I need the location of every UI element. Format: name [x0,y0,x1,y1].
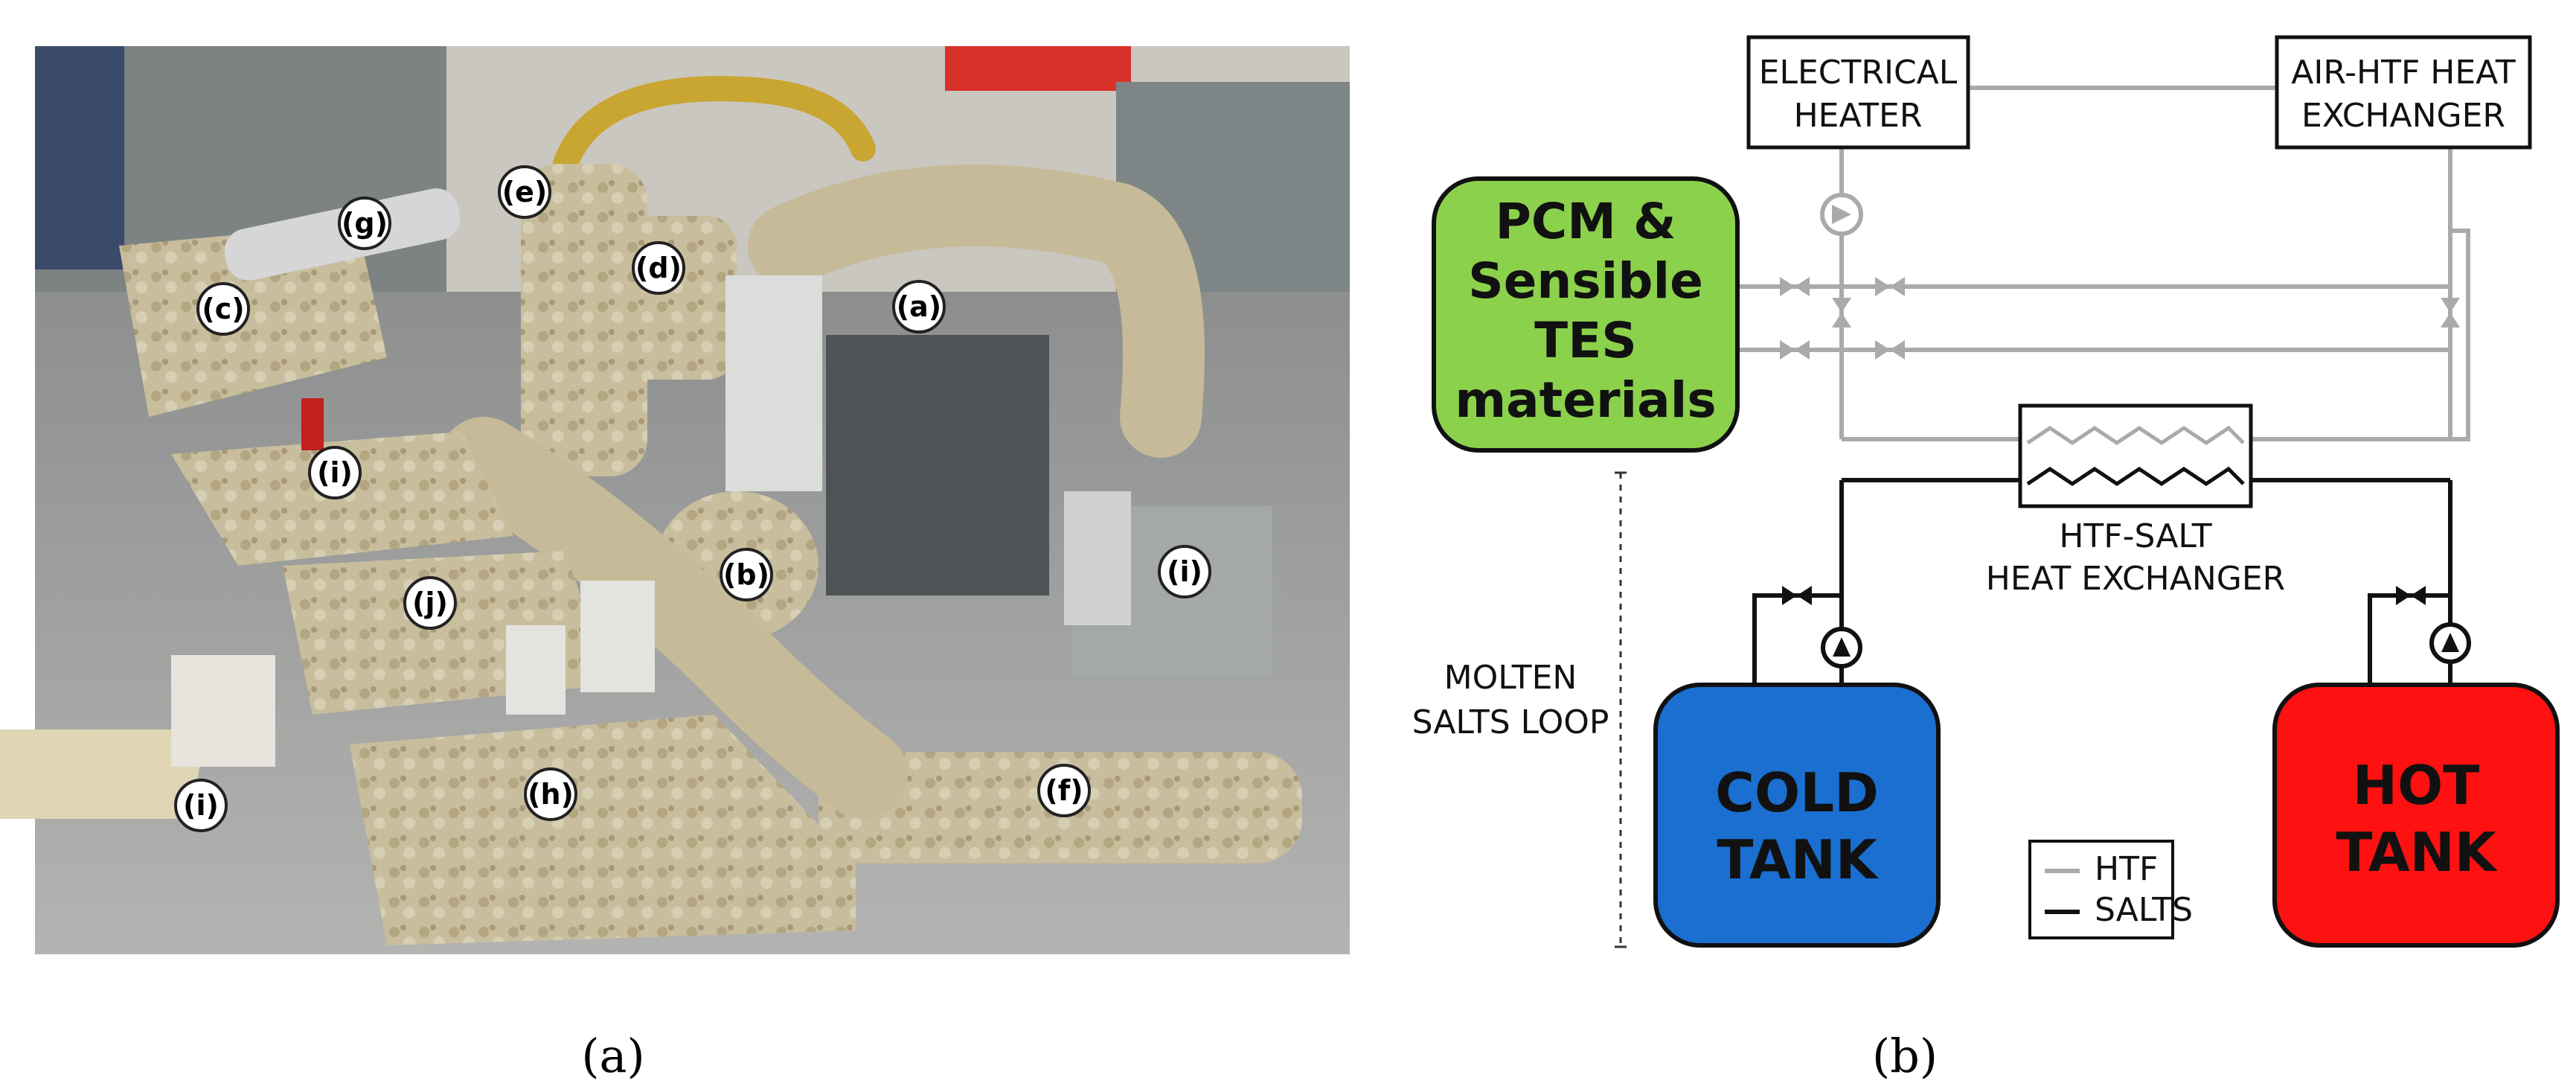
photo-label-badge [403,576,457,630]
hx-salt-coil [2026,466,2245,487]
photo-control-cabinet [725,275,822,491]
hx-htf-coil [2026,425,2245,446]
photo-computer-h [171,655,275,767]
photo-tank-i-bottom [350,715,856,945]
pcm-tes-label-3: TES [1534,312,1637,369]
photo-fire-extinguisher [301,398,324,450]
valve-icon [1875,340,1905,360]
photo-label-badge [1037,764,1091,817]
htf-pump-arrow [1832,205,1851,224]
valve-icon [1832,298,1851,328]
photo-panel-b [1064,491,1131,625]
photo-label-badge [174,779,228,832]
valve-icon [1782,586,1812,605]
pcm-tes-box [1432,176,1740,453]
photo-label: (i) [317,456,353,489]
photo-label-badge [338,197,391,250]
air-htf-hx-label-1: AIR-HTF HEAT [2291,54,2516,92]
photo-pipe-left [439,417,908,819]
valve-icon [2441,298,2460,328]
legend-box [2028,840,2174,939]
molten-salts-label-2: SALTS LOOP [1412,703,1609,741]
schematic-panel: HTF-SALT HEAT EXCHANGER ELECTRICAL HEATE… [1412,35,2560,948]
legend-salts-label: SALTS [2095,891,2193,929]
subfigure-label-a: (a) [581,1029,644,1083]
valve-icon [1780,340,1810,360]
photo-column-e [521,164,647,476]
photo-tank-i-top [171,432,513,566]
hot-tank-label-2: TANK [2336,821,2498,884]
electrical-heater-box [1746,35,1970,150]
photo-label: (b) [723,558,769,591]
air-htf-hx-label-2: EXCHANGER [2301,97,2505,135]
valve-icon [2396,586,2426,605]
pcm-tes-label-4: materials [1455,371,1716,429]
photo-label: (c) [202,293,244,325]
photo-labels: (g) (e) (d) (c) (a) (i) (j) (b) (i) (h) (i) (f) [174,165,1211,832]
photo-label: (d) [635,252,682,284]
molten-salts-label-1: MOLTEN [1444,659,1577,697]
photo-table-h [0,729,207,819]
photo-label-badge [524,767,577,821]
cold-pump-arrow [1833,637,1851,657]
photo-label-badge [1158,545,1211,598]
photo-label-badge [196,282,250,336]
photo-label: (i) [183,789,219,822]
photo-label-badge [892,280,946,333]
pcm-tes-label-1: PCM & [1495,193,1676,250]
photo-label: (e) [502,176,548,208]
htf-salt-hx-label-1: HTF-SALT [2059,517,2211,555]
electrical-heater-label-1: ELECTRICAL [1759,54,1958,92]
photo-insulated-tank-c [119,223,387,417]
subfigure-label-b: (b) [1872,1029,1938,1083]
photo-label: (a) [897,290,941,323]
photo-label-badge [498,165,551,219]
hot-tank-label-1: HOT [2353,754,2480,817]
photo-label-badge [308,446,362,499]
photo-label: (j) [412,587,448,619]
air-htf-heat-exchanger-box [2275,35,2532,150]
cold-tank-label-1: COLD [1715,761,1879,824]
pcm-tes-label-2: Sensible [1468,252,1703,310]
photo-shelf [35,46,124,269]
photo-red-door [945,46,1131,91]
photo-label: (f) [1045,774,1083,807]
photo-panel: (g) (e) (d) (c) (a) (i) (j) (b) (i) (h) (i) (f) [0,46,1350,954]
salt-valves [1782,586,2426,605]
valve-icon [1780,277,1810,296]
htf-salt-heat-exchanger [2018,403,2253,508]
electrical-heater-label-2: HEATER [1794,97,1923,135]
photo-column-d [618,216,737,380]
legend-htf-label: HTF [2095,850,2158,888]
cold-tank [1653,683,1941,948]
htf-salt-hx-label-2: HEAT EXCHANGER [1986,560,2285,598]
photo-pipe-right [748,165,1205,458]
valve-icon [1875,277,1905,296]
photo-frame-a [826,335,1049,596]
photo-label: (i) [1167,555,1202,588]
photo-pipe-yellow [553,76,876,176]
photo-cabinet-i [580,581,655,692]
cold-tank-label-2: TANK [1717,828,1879,891]
photo-label: (g) [342,207,388,240]
photo-cabinet-i2 [506,625,565,715]
photo-label-badge [720,548,773,601]
photo-label: (h) [528,778,574,811]
hot-pump-arrow [2441,633,2459,652]
hot-tank [2272,683,2560,948]
htf-valves [1780,277,2460,360]
photo-label-badge [632,241,685,295]
